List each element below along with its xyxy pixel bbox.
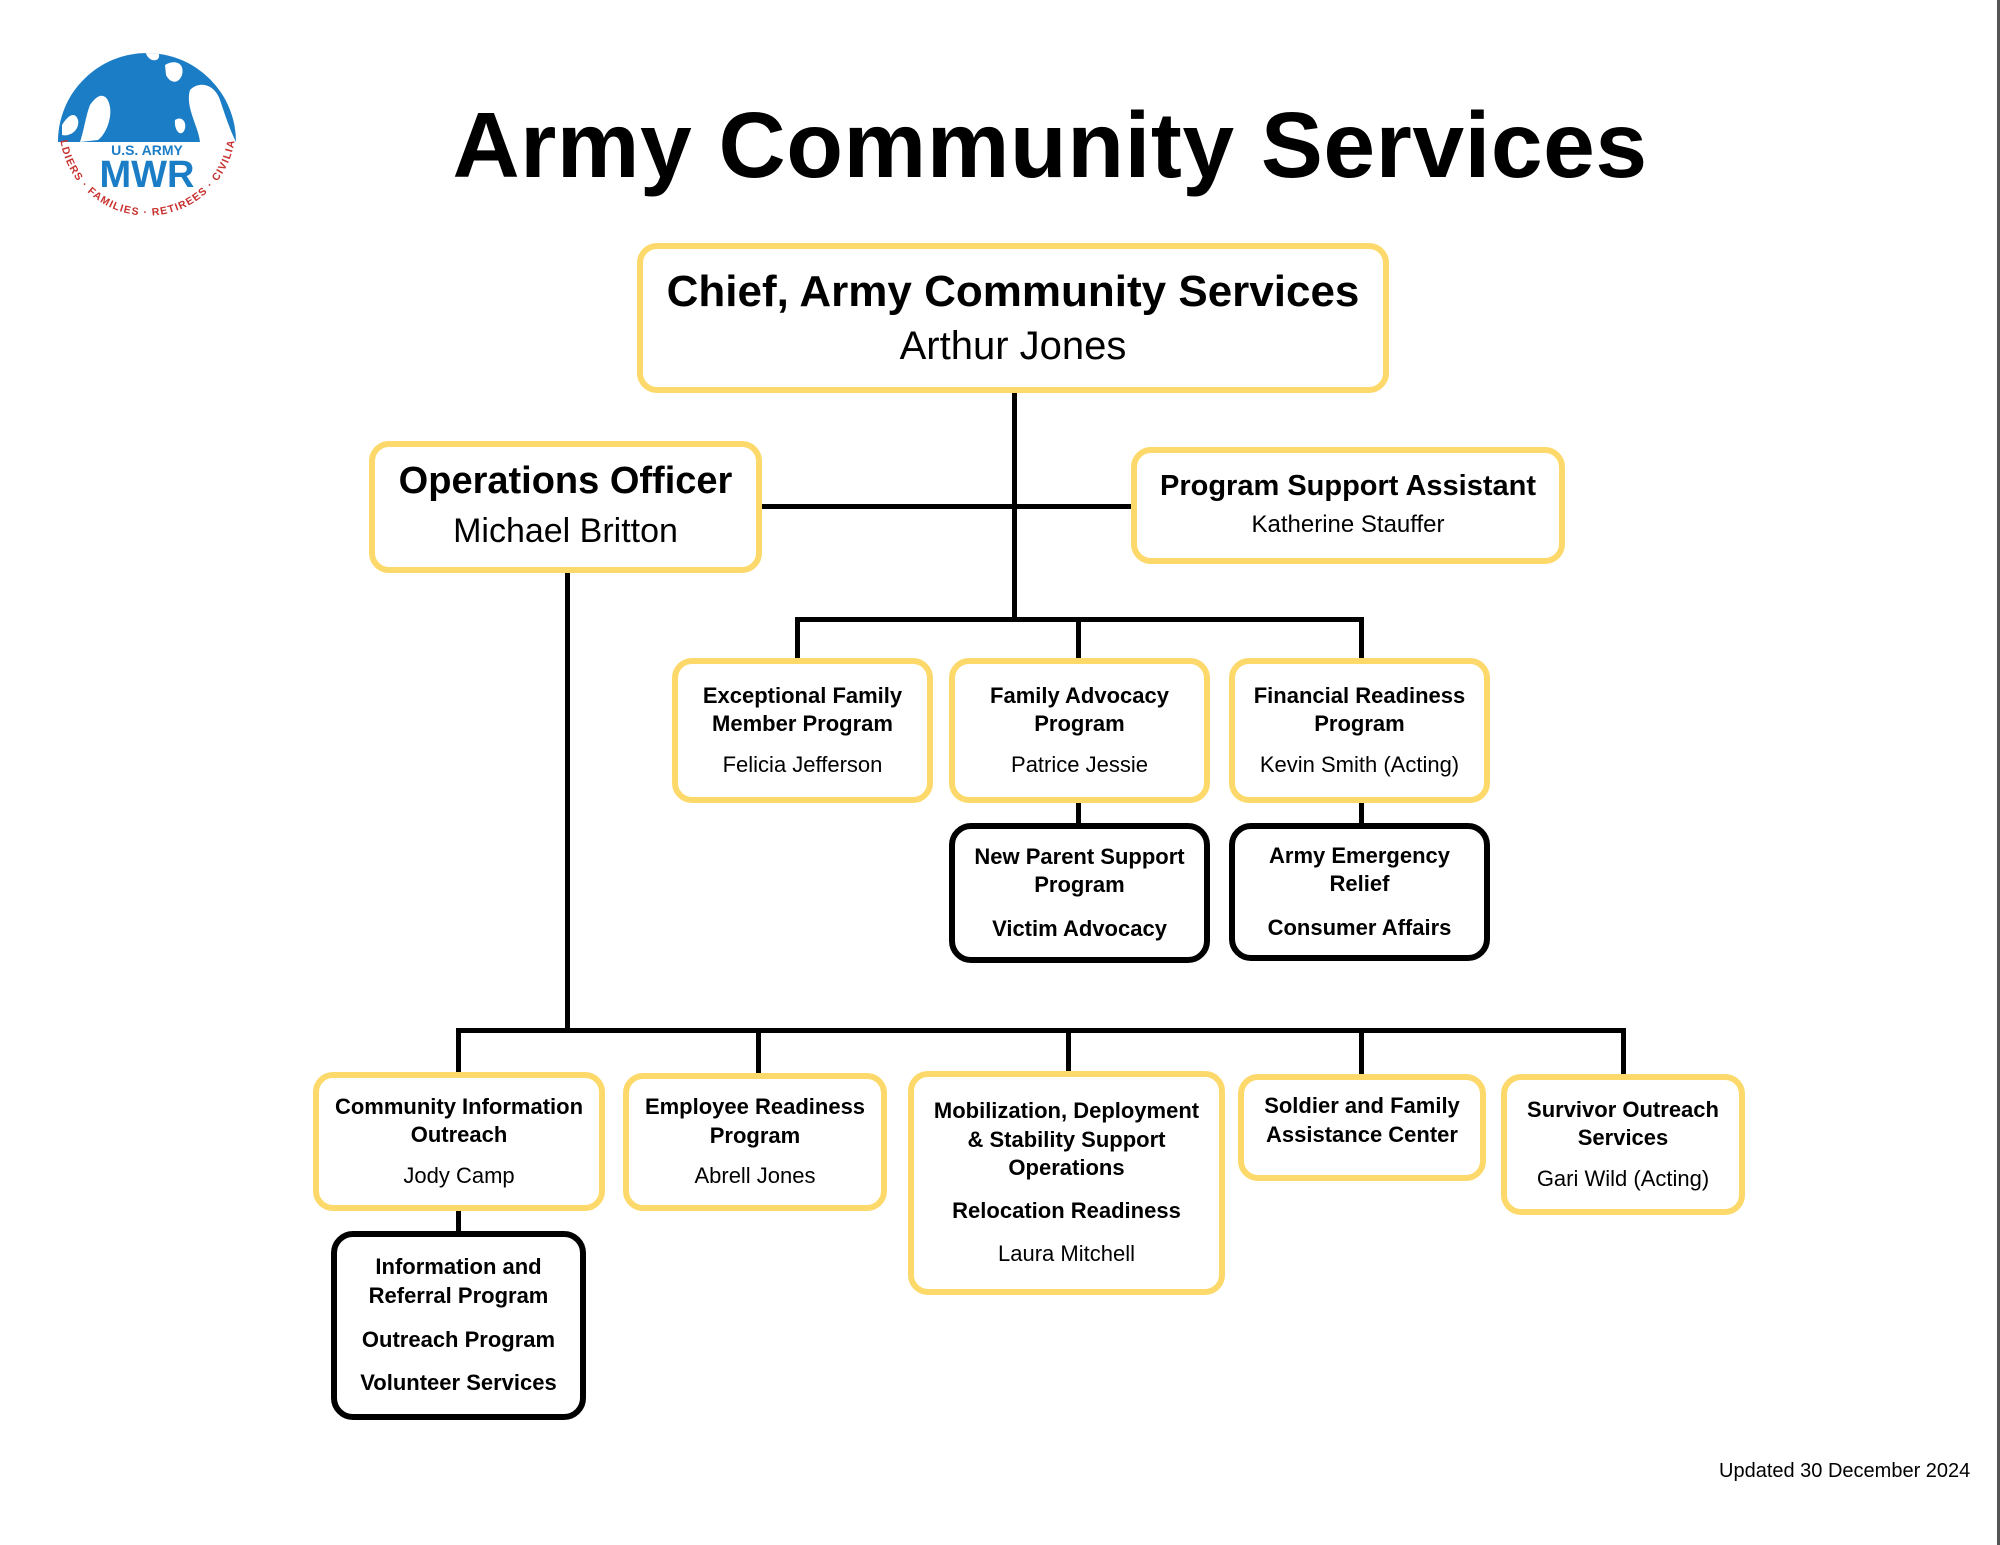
frp-sub-line1: Army Emergency	[1269, 842, 1450, 868]
connector-frp	[1359, 617, 1364, 661]
operations-officer-name: Michael Britton	[453, 512, 678, 551]
connector-fap-sub	[1076, 800, 1081, 826]
connector-sfac	[1359, 1028, 1364, 1077]
updated-date: Updated 30 December 2024	[1719, 1460, 1971, 1482]
cio-title-line1: Community Information	[334, 1093, 584, 1119]
connector-sos	[1621, 1028, 1626, 1077]
frp-sub-box: Army Emergency Relief Consumer Affairs	[1229, 823, 1490, 961]
efmp-title-line1: Exceptional Family	[702, 682, 903, 708]
erp-title-line1: Employee Readiness	[644, 1094, 866, 1120]
connector-erp	[756, 1028, 761, 1075]
sfac-title-line1: Soldier and Family	[1264, 1093, 1460, 1118]
connector-cio-sub	[456, 1208, 461, 1234]
fap-title-line2: Program	[1034, 711, 1125, 737]
program-support-title: Program Support Assistant	[1160, 469, 1536, 502]
cio-sub-line2: Referral Program	[368, 1282, 549, 1308]
frp-box: Financial Readiness Program Kevin Smith …	[1229, 658, 1490, 803]
fap-box: Family Advocacy Program Patrice Jessie	[949, 658, 1210, 803]
logo-top-text: U.S. ARMY	[111, 142, 183, 158]
connector-ops-bar	[456, 1028, 1626, 1033]
cio-sub-line3: Outreach Program	[361, 1326, 556, 1352]
connector-ops-down	[565, 571, 570, 1033]
mwr-logo-icon: U.S. ARMY MWR SOLDIERS · FAMILIES · RETI…	[50, 45, 237, 219]
operations-officer-box: Operations Officer Michael Britton	[369, 441, 762, 573]
mdsso-title-line1: Mobilization, Deployment	[933, 1098, 1200, 1124]
operations-officer-title: Operations Officer	[398, 459, 733, 502]
erp-name: Abrell Jones	[694, 1163, 816, 1189]
fap-sub-line1: New Parent Support	[974, 843, 1185, 869]
frp-title-line1: Financial Readiness	[1253, 682, 1466, 708]
program-support-box: Program Support Assistant Katherine Stau…	[1131, 447, 1565, 564]
cio-sub-box: Information and Referral Program Outreac…	[331, 1231, 586, 1420]
mdsso-title-line2: & Stability Support	[967, 1126, 1166, 1152]
page-edge-line	[1997, 0, 2000, 1545]
frp-name: Kevin Smith (Acting)	[1259, 751, 1460, 777]
connector-staff-horizontal	[760, 504, 1132, 509]
erp-box: Employee Readiness Program Abrell Jones	[623, 1073, 887, 1211]
logo-main-text: MWR	[100, 154, 195, 196]
connector-efmp	[795, 617, 800, 661]
chief-name: Arthur Jones	[899, 323, 1127, 368]
chief-box: Chief, Army Community Services Arthur Jo…	[637, 243, 1389, 393]
mdsso-name: Laura Mitchell	[998, 1241, 1135, 1267]
efmp-name: Felicia Jefferson	[722, 751, 883, 777]
sos-title-line2: Services	[1577, 1125, 1669, 1151]
sfac-title-line2: Assistance Center	[1266, 1121, 1458, 1147]
fap-sub-line3: Victim Advocacy	[992, 915, 1167, 941]
fap-sub-line2: Program	[1034, 872, 1125, 898]
efmp-box: Exceptional Family Member Program Felici…	[672, 658, 933, 803]
mdsso-box: Mobilization, Deployment & Stability Sup…	[908, 1071, 1225, 1295]
program-support-name: Katherine Stauffer	[1251, 510, 1445, 538]
connector-fap	[1076, 617, 1081, 661]
sos-box: Survivor Outreach Services Gari Wild (Ac…	[1501, 1074, 1745, 1215]
cio-sub-line1: Information and	[375, 1254, 542, 1280]
fap-name: Patrice Jessie	[1011, 751, 1148, 777]
efmp-title-line2: Member Program	[712, 711, 893, 737]
cio-title-line2: Outreach	[410, 1122, 508, 1148]
frp-title-line2: Program	[1314, 711, 1405, 737]
sos-title-line1: Survivor Outreach	[1527, 1096, 1719, 1122]
connector-frp-sub	[1359, 800, 1364, 826]
erp-title-line2: Program	[709, 1122, 801, 1148]
connector-mdsso	[1066, 1028, 1071, 1074]
mdsso-title-line3: Operations	[1008, 1155, 1125, 1181]
cio-sub-line4: Volunteer Services	[360, 1370, 557, 1396]
cio-box: Community Information Outreach Jody Camp	[313, 1072, 605, 1211]
frp-sub-line3: Consumer Affairs	[1267, 914, 1452, 940]
frp-sub-line2: Relief	[1329, 871, 1390, 897]
sos-name: Gari Wild (Acting)	[1536, 1165, 1710, 1191]
fap-sub-box: New Parent Support Program Victim Advoca…	[949, 823, 1210, 963]
chief-title: Chief, Army Community Services	[666, 266, 1360, 316]
page-title: Army Community Services	[452, 93, 1648, 197]
sfac-box: Soldier and Family Assistance Center	[1238, 1074, 1486, 1181]
fap-title-line1: Family Advocacy	[990, 682, 1169, 708]
cio-name: Jody Camp	[403, 1162, 515, 1188]
connector-cio	[456, 1028, 461, 1075]
mdsso-subtitle: Relocation Readiness	[952, 1197, 1181, 1223]
